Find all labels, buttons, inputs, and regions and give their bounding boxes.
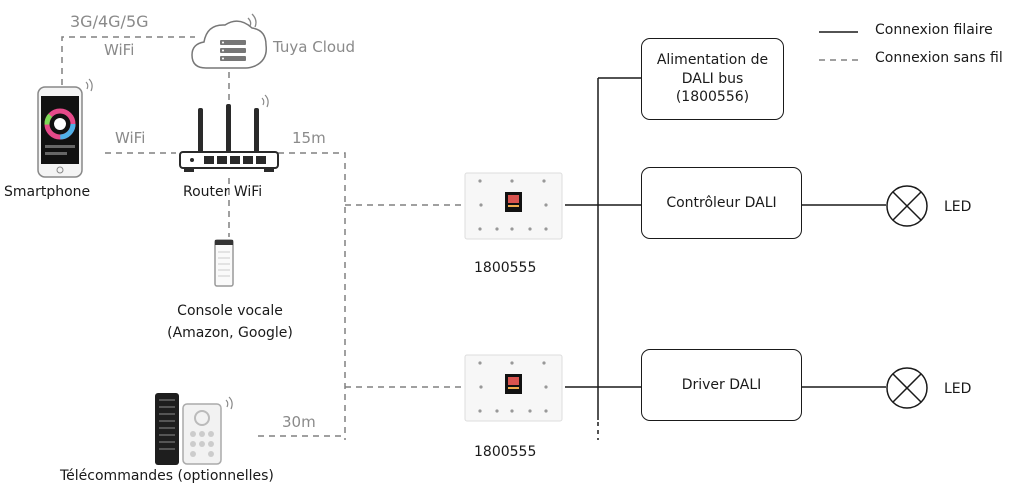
remote-controls-icon [155,393,233,465]
router-network-link [278,152,346,440]
mobile-network-label: 3G/4G/5G [70,12,149,31]
cloud-label: Tuya Cloud [273,38,356,56]
wifi-label-mid: WiFi [115,129,146,147]
legend-wireless-label: Connexion sans fil [875,50,1003,66]
led-lamp-icon [886,367,928,409]
led-label-bottom: LED [944,381,972,397]
cloud-icon [191,13,268,69]
remotes-label: Télécommandes (optionnelles) [60,468,274,484]
router-icon [179,94,279,172]
panel-top-id: 1800555 [474,260,537,276]
panel-bottom-id: 1800555 [474,444,537,460]
router-label: Router WiFi [183,184,263,200]
smartphone-label: Smartphone [4,184,91,200]
dali-controller-box: Contrôleur DALI [641,167,802,239]
smartphone-icon [37,78,93,178]
distance-router-label: 15m [292,129,326,147]
legend-wired-label: Connexion filaire [875,22,993,38]
led-label-top: LED [944,199,972,215]
phone-cloud-link [61,36,195,85]
voice-console-label: Console vocale [177,303,283,319]
wall-panel-icon [464,354,563,422]
voice-console-icon [214,239,234,287]
dali-driver-box: Driver DALI [641,349,802,421]
voice-console-brands: (Amazon, Google) [167,325,293,341]
wall-panel-icon [464,172,563,240]
wifi-label-top: WiFi [104,41,135,59]
dali-power-supply-box: Alimentation de DALI bus (1800556) [641,38,784,120]
led-lamp-icon [886,185,928,227]
distance-remote-label: 30m [282,413,316,431]
